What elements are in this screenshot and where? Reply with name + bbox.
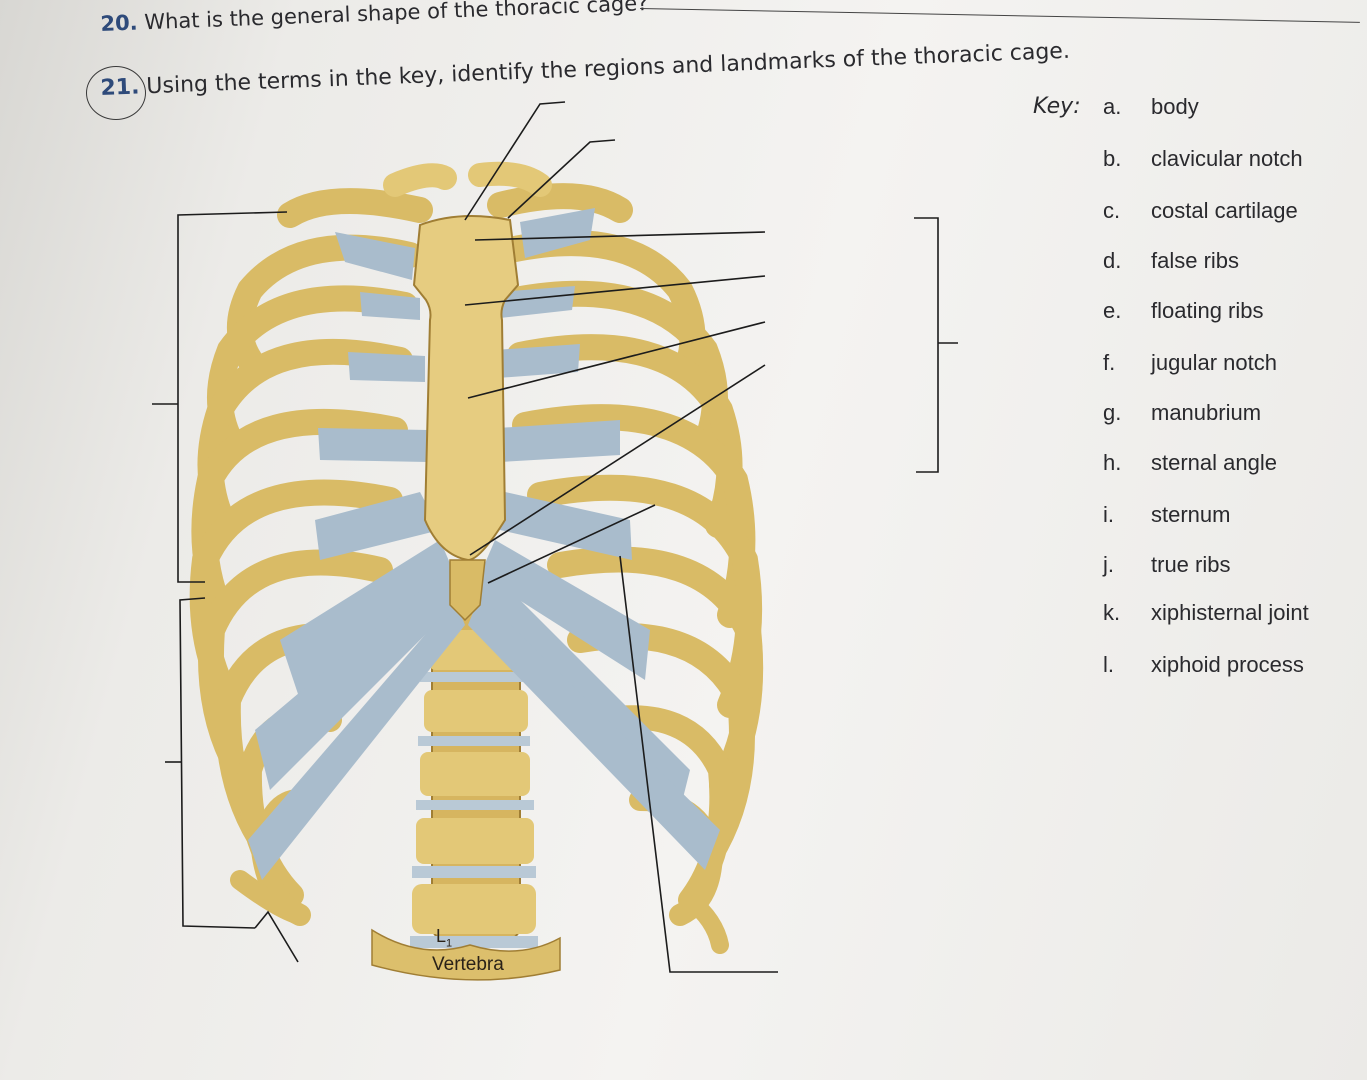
key-item-term: jugular notch <box>1151 350 1277 375</box>
leader-line-6 <box>469 364 766 556</box>
key-item: k. xiphisternal joint <box>1103 600 1309 626</box>
vertebra-level-number: 1 <box>446 937 453 950</box>
leader-line-1 <box>464 101 566 221</box>
clavicles <box>383 161 552 197</box>
vertebra-label: Vertebra <box>432 954 504 975</box>
rib-cage-illustration <box>152 101 958 981</box>
key-item-term: sternum <box>1151 502 1231 527</box>
leader-line-7 <box>487 504 656 584</box>
leader-lines <box>464 101 766 584</box>
l1-vertebra-level: L1 <box>436 926 452 950</box>
key-item-term: manubrium <box>1151 400 1262 425</box>
key-item: l. xiphoid process <box>1103 652 1304 678</box>
key-item: c. costal cartilage <box>1103 198 1298 224</box>
leader-line-2 <box>507 139 616 219</box>
key-item: e. floating ribs <box>1103 298 1264 324</box>
bracket-upper-left <box>177 211 288 583</box>
key-item-letter: g. <box>1103 400 1122 425</box>
bracket-right <box>914 217 939 473</box>
bracket-floating-pointer <box>254 910 299 963</box>
key-item-letter: a. <box>1103 94 1122 119</box>
key-item-term: body <box>1151 94 1199 119</box>
key-item-letter: d. <box>1103 248 1122 273</box>
key-item-term: floating ribs <box>1151 298 1264 323</box>
bracket-costal-pointer <box>619 555 778 973</box>
key-item-letter: b. <box>1103 146 1122 171</box>
key-item-letter: k. <box>1103 600 1121 625</box>
key-item: b. clavicular notch <box>1103 146 1303 172</box>
vertebral-column <box>371 599 561 981</box>
key-item-term: costal cartilage <box>1151 198 1298 223</box>
key-item-term: false ribs <box>1151 248 1240 273</box>
vertebra-level-letter: L <box>436 926 447 946</box>
key-item-letter: j. <box>1103 552 1114 577</box>
leader-line-5 <box>467 321 766 399</box>
key-item-term: sternal angle <box>1151 450 1277 475</box>
key-item: j. true ribs <box>1103 552 1230 578</box>
key-item: g. manubrium <box>1103 400 1261 426</box>
key-item: f. jugular notch <box>1103 350 1277 376</box>
bracket-lower-left <box>179 597 256 929</box>
key-item: h. sternal angle <box>1103 450 1277 476</box>
key-item-term: xiphoid process <box>1151 652 1304 677</box>
key-item-term: clavicular notch <box>1151 146 1303 171</box>
right-ribs <box>487 183 764 954</box>
costal-cartilages <box>248 208 720 880</box>
key-item-letter: h. <box>1103 450 1122 475</box>
key-item-letter: c. <box>1103 198 1121 223</box>
key-item-term: true ribs <box>1151 552 1231 577</box>
key-item-letter: e. <box>1103 298 1122 323</box>
leader-line-4 <box>464 275 766 306</box>
leader-line-3 <box>474 231 766 241</box>
key-item-term: xiphisternal joint <box>1151 600 1309 625</box>
key-item-letter: l. <box>1103 652 1114 677</box>
key-item: i. sternum <box>1103 502 1230 528</box>
key-item: a. body <box>1103 94 1199 120</box>
key-label: Key: <box>1033 94 1081 119</box>
key-item-letter: f. <box>1103 350 1116 375</box>
question-21-circle-mark <box>86 66 146 120</box>
key-item: d. false ribs <box>1103 248 1239 274</box>
key-item-letter: i. <box>1103 502 1114 527</box>
brackets <box>152 211 958 973</box>
